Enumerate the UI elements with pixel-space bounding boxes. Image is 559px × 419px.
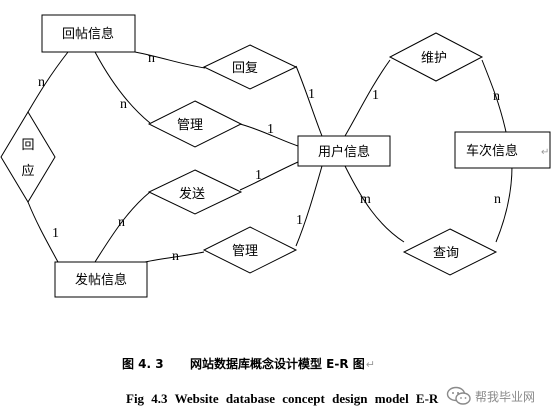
figure-title: 网站数据库概念设计模型 E-R 图 xyxy=(190,357,365,371)
figure-number: 图 4. 3 xyxy=(122,357,164,371)
cardinality-label: 1 xyxy=(267,122,274,137)
entity-user-info-label: 用户信息 xyxy=(318,144,370,160)
figure-caption-english: Fig 4.3 Website database concept design … xyxy=(126,391,439,406)
line-user-maintain xyxy=(344,59,391,137)
watermark: 帮我毕业网 xyxy=(446,386,535,406)
cardinality-label: n xyxy=(118,215,125,230)
cardinality-label: 1 xyxy=(372,88,379,103)
cardinality-labels: n 1 n 1 n 1 n 1 1 n m n n 1 xyxy=(38,51,501,264)
connector-lines xyxy=(27,51,513,263)
cardinality-label: n xyxy=(172,249,179,264)
line-user-query xyxy=(344,165,405,243)
relationship-reply: 回复 xyxy=(202,44,298,90)
cardinality-label: 1 xyxy=(52,226,59,241)
line-reply-info-reply xyxy=(134,51,206,69)
relationship-manage-post-label: 管理 xyxy=(232,244,258,259)
entity-post-info-label: 发帖信息 xyxy=(75,272,127,288)
cardinality-label: n xyxy=(38,75,45,90)
relationship-manage-reply: 管理 xyxy=(147,100,243,148)
relationship-send-label: 发送 xyxy=(179,186,205,202)
cardinality-label: 1 xyxy=(308,87,315,102)
relationship-query-label: 查询 xyxy=(433,246,459,261)
relationship-respond: 回 应 xyxy=(0,111,56,203)
entity-post-info: 发帖信息 xyxy=(54,261,148,298)
cardinality-label: 1 xyxy=(296,213,303,228)
relationship-maintain: 维护 xyxy=(388,32,484,82)
cardinality-label: n xyxy=(493,89,500,104)
cardinality-label: n xyxy=(494,192,501,207)
line-send-user xyxy=(239,161,299,191)
line-reply-user xyxy=(295,65,323,137)
relationship-manage-reply-label: 管理 xyxy=(177,118,203,133)
entity-reply-info: 回帖信息 xyxy=(41,14,136,53)
entity-user-info: 用户信息 xyxy=(297,135,391,167)
entity-reply-info-label: 回帖信息 xyxy=(62,26,114,42)
relationship-maintain-label: 维护 xyxy=(421,51,447,66)
er-diagram: 回帖信息 用户信息 发帖信息 车次信息 ↵ 回复 管理 发送 管理 维护 查询 … xyxy=(0,14,551,298)
line-post-send xyxy=(94,191,151,263)
paragraph-mark-icon: ↵ xyxy=(365,358,375,371)
relationship-send: 发送 xyxy=(147,169,243,215)
entity-train-info: 车次信息 ↵ xyxy=(454,131,551,169)
cardinality-label: m xyxy=(360,192,371,207)
line-respond-post xyxy=(27,201,59,263)
line-maintain-train xyxy=(481,59,507,133)
line-reply-info-manage xyxy=(94,51,151,124)
line-query-train xyxy=(495,165,513,243)
cardinality-label: n xyxy=(120,97,127,112)
relationship-respond-label-2: 应 xyxy=(21,163,34,179)
paragraph-mark-icon: ↵ xyxy=(541,147,549,158)
line-reply-info-respond xyxy=(27,51,69,113)
wechat-logo-icon xyxy=(446,386,471,405)
relationship-manage-post: 管理 xyxy=(202,226,298,274)
cardinality-label: 1 xyxy=(255,168,262,183)
watermark-text: 帮我毕业网 xyxy=(475,389,536,404)
entity-train-info-label: 车次信息 xyxy=(466,143,518,159)
line-manage2-user xyxy=(295,165,323,247)
figure-caption-chinese: 图 4. 3 网站数据库概念设计模型 E-R 图↵ xyxy=(122,355,375,372)
line-manage-user xyxy=(239,123,299,147)
relationship-reply-label: 回复 xyxy=(232,61,258,76)
cardinality-label: n xyxy=(148,51,155,66)
relationship-respond-label-1: 回 xyxy=(21,138,34,153)
relationship-query: 查询 xyxy=(402,228,498,276)
line-post-manage xyxy=(144,251,205,263)
